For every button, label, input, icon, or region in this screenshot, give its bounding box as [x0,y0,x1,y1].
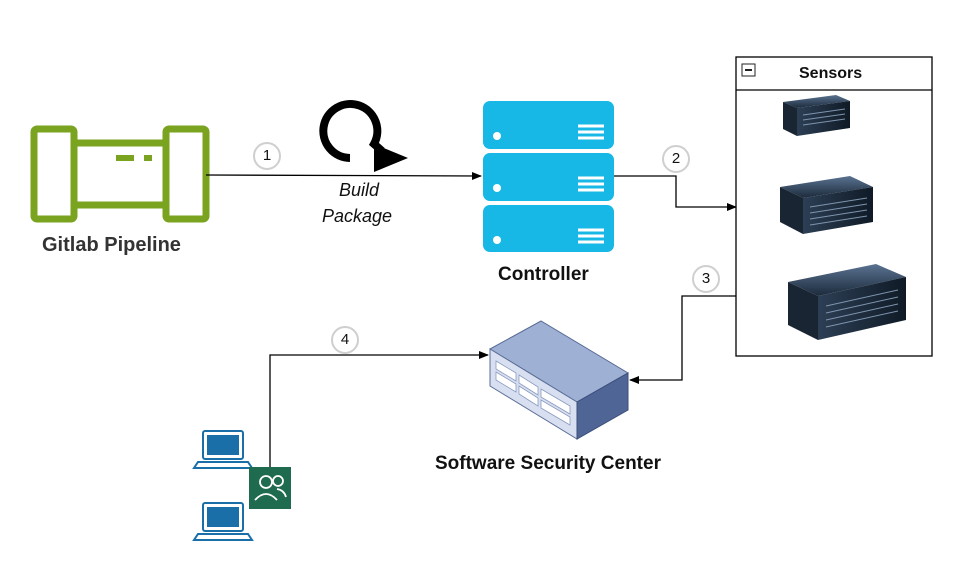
step-4-badge: 4 [331,326,359,354]
ssc-label: Software Security Center [435,453,661,474]
build-label: Build [339,180,380,200]
sensors-label: Sensors [799,65,863,82]
controller-label: Controller [498,264,589,285]
laptop-icon [192,502,254,541]
step-2-badge: 2 [662,145,690,173]
edge-4 [269,351,489,467]
server-stack-icon [483,101,614,252]
appliance-icon [489,320,629,440]
rack-server-icon [788,264,906,340]
laptop-icon [192,430,254,469]
rack-server-icon [783,95,850,136]
step-1-badge: 1 [253,142,281,170]
loop-arrow-icon [319,100,408,172]
package-label: Package [322,206,393,226]
edge-1 [205,171,482,180]
edge-3 [629,295,736,384]
rack-server-icon [780,176,873,234]
edge-2 [614,175,737,211]
collapse-icon[interactable] [741,63,756,77]
user-group-icon [249,467,291,509]
pipeline-icon [30,125,210,223]
step-3-badge: 3 [692,265,720,293]
gitlab-pipeline-label: Gitlab Pipeline [42,234,181,256]
